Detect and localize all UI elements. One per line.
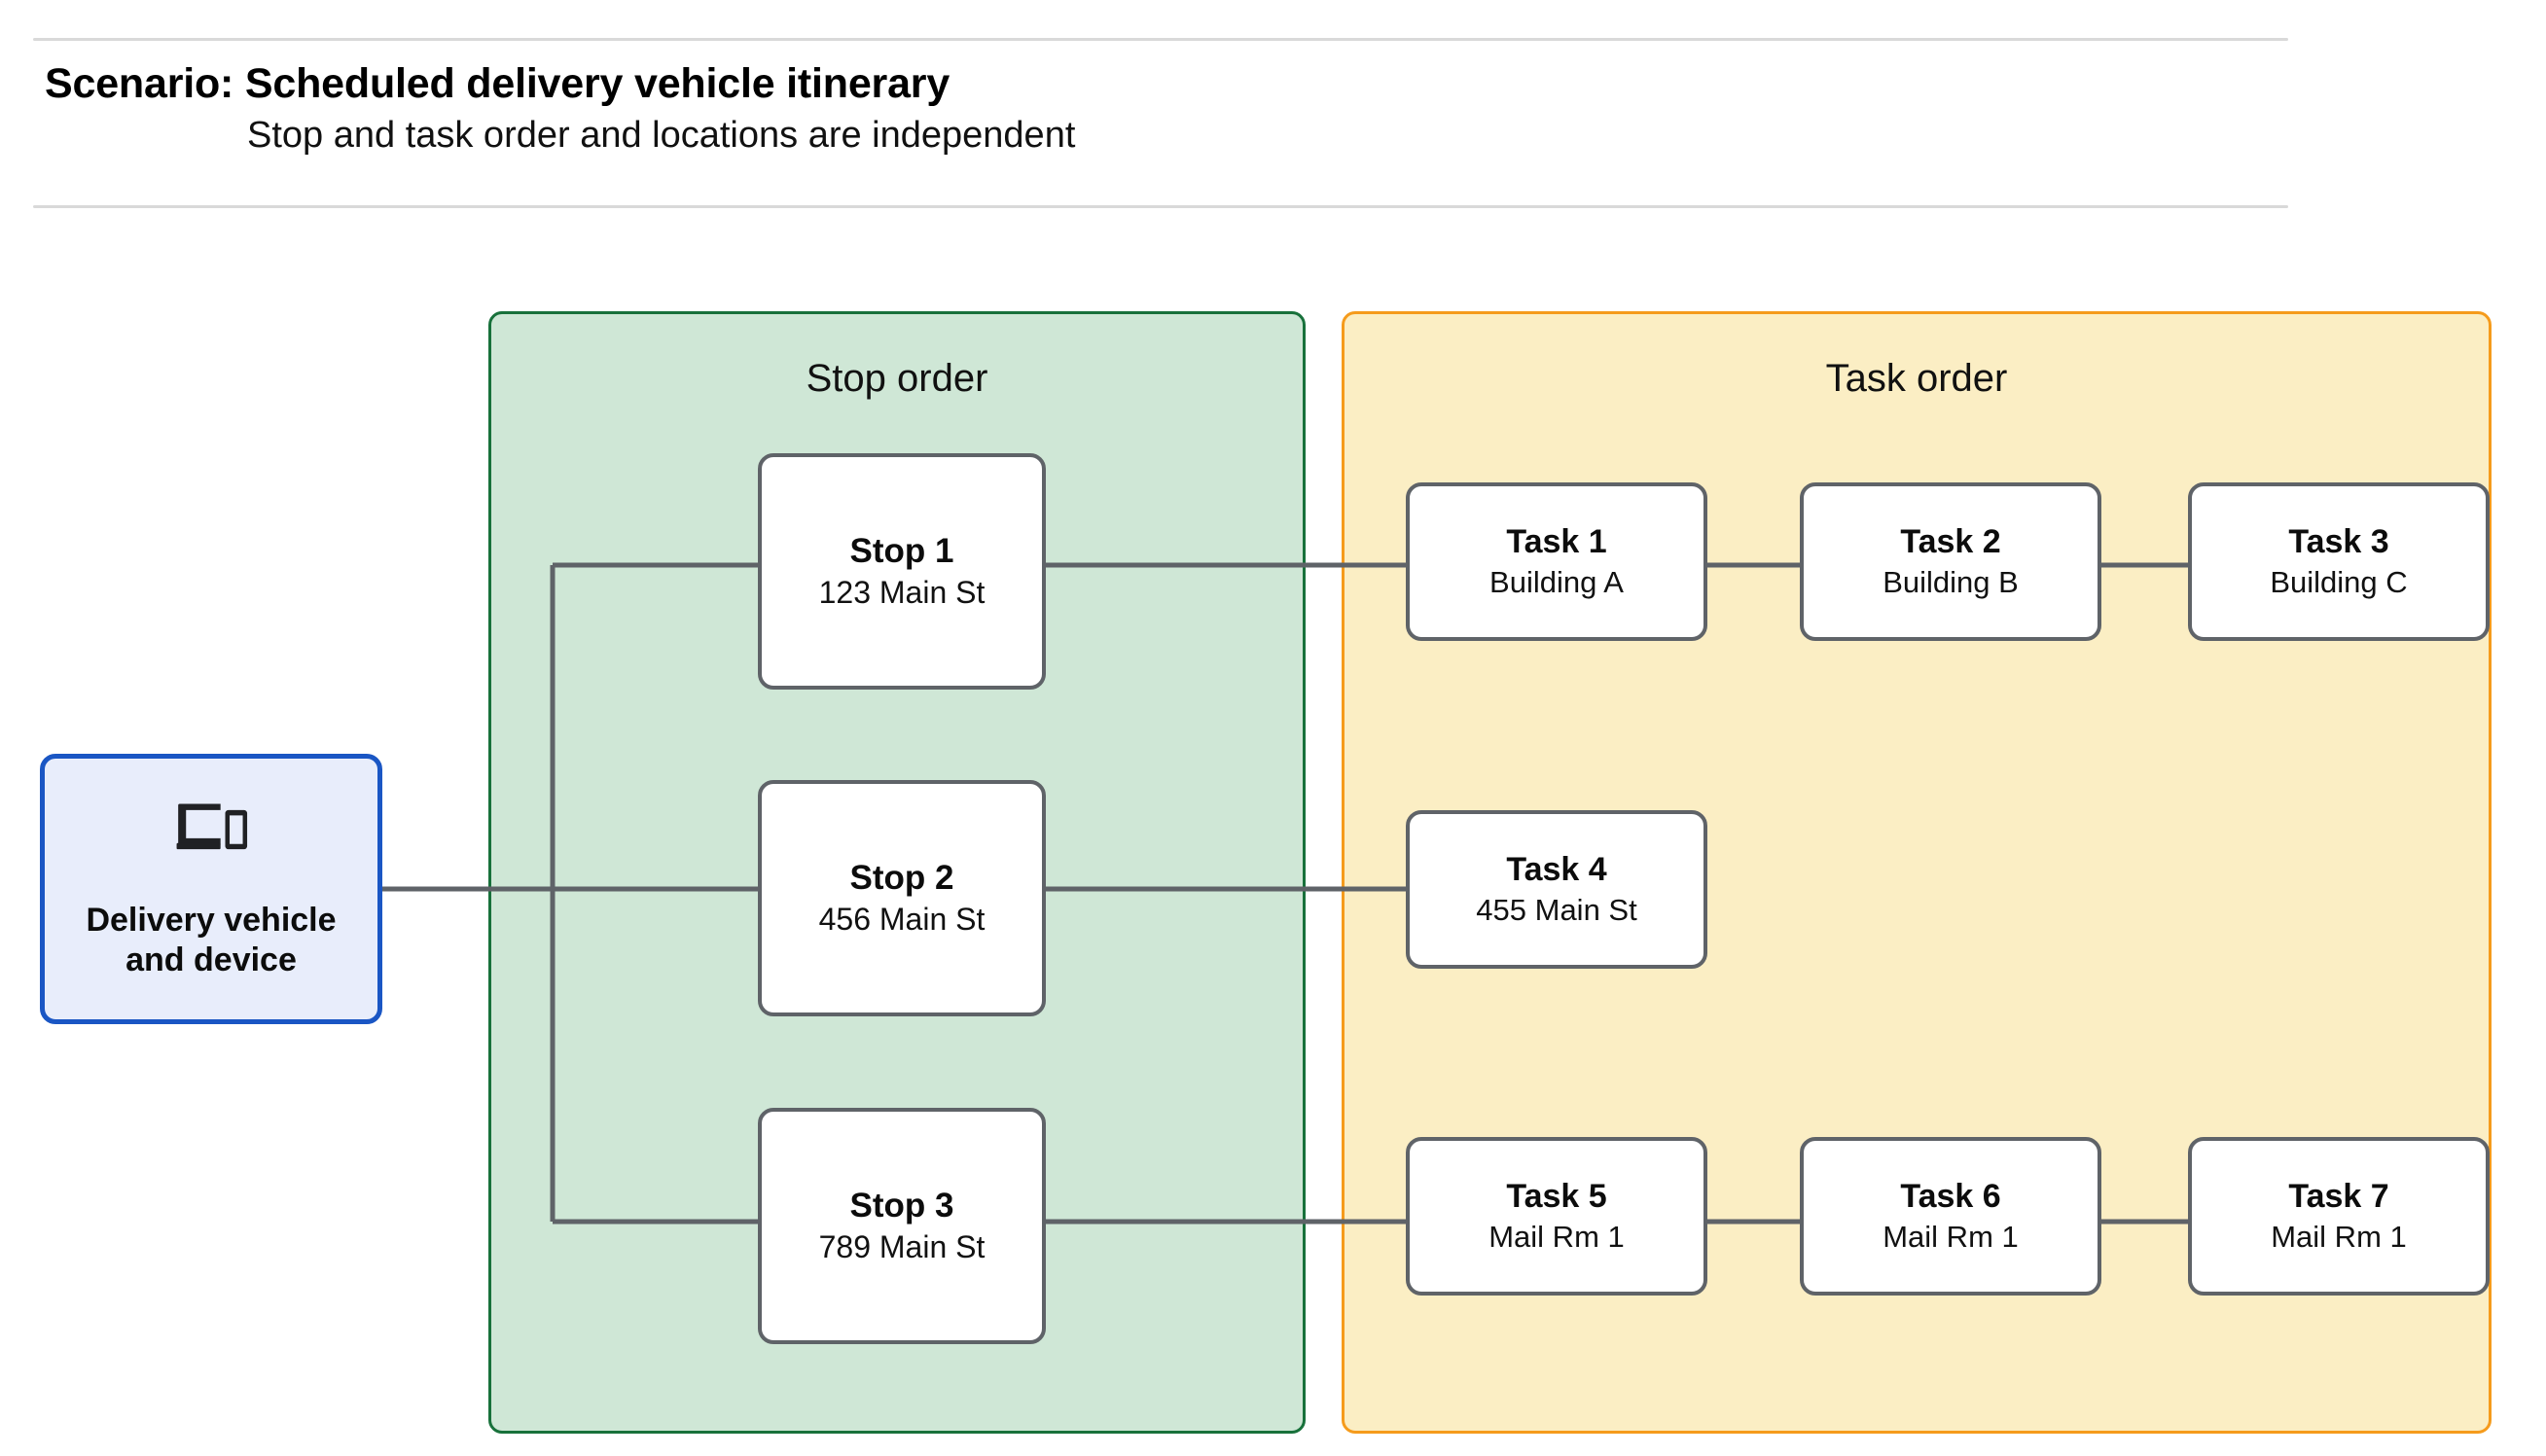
task-title: Task 4 (1506, 851, 1607, 889)
stop-address: 789 Main St (818, 1229, 986, 1265)
task-node-5[interactable]: Task 5 Mail Rm 1 (1406, 1137, 1707, 1296)
stop-address: 456 Main St (818, 902, 986, 938)
task-order-panel-title: Task order (1825, 357, 2008, 400)
delivery-vehicle-node[interactable]: Delivery vehicle and device (40, 754, 382, 1024)
task-location: Mail Rm 1 (1488, 1220, 1625, 1255)
task-node-4[interactable]: Task 4 455 Main St (1406, 810, 1707, 969)
task-location: Mail Rm 1 (1883, 1220, 2019, 1255)
task-node-7[interactable]: Task 7 Mail Rm 1 (2188, 1137, 2490, 1296)
task-node-6[interactable]: Task 6 Mail Rm 1 (1800, 1137, 2101, 1296)
task-title: Task 7 (2288, 1178, 2389, 1216)
task-location: Mail Rm 1 (2271, 1220, 2407, 1255)
task-node-3[interactable]: Task 3 Building C (2188, 482, 2490, 641)
task-node-2[interactable]: Task 2 Building B (1800, 482, 2101, 641)
stop-title: Stop 1 (849, 532, 954, 570)
task-title: Task 6 (1900, 1178, 2001, 1216)
task-location: Building C (2270, 565, 2408, 600)
task-title: Task 3 (2288, 523, 2389, 561)
stop-node-1[interactable]: Stop 1 123 Main St (758, 453, 1046, 690)
task-title: Task 1 (1506, 523, 1607, 561)
devices-icon (176, 802, 248, 849)
header-divider-top (33, 38, 2288, 41)
stop-title: Stop 2 (849, 859, 954, 897)
stop-node-3[interactable]: Stop 3 789 Main St (758, 1108, 1046, 1344)
delivery-vehicle-label: Delivery vehicle and device (86, 901, 337, 978)
header-divider-bottom (33, 205, 2288, 208)
page-title: Scenario: Scheduled delivery vehicle iti… (45, 60, 950, 107)
task-location: 455 Main St (1476, 893, 1637, 928)
stop-order-panel-title: Stop order (806, 357, 988, 400)
stop-address: 123 Main St (818, 575, 986, 611)
stop-title: Stop 3 (849, 1187, 954, 1225)
task-location: Building A (1489, 565, 1624, 600)
task-title: Task 5 (1506, 1178, 1607, 1216)
task-node-1[interactable]: Task 1 Building A (1406, 482, 1707, 641)
page-subtitle: Stop and task order and locations are in… (247, 115, 1076, 156)
stop-node-2[interactable]: Stop 2 456 Main St (758, 780, 1046, 1016)
task-location: Building B (1883, 565, 2019, 600)
task-title: Task 2 (1900, 523, 2001, 561)
